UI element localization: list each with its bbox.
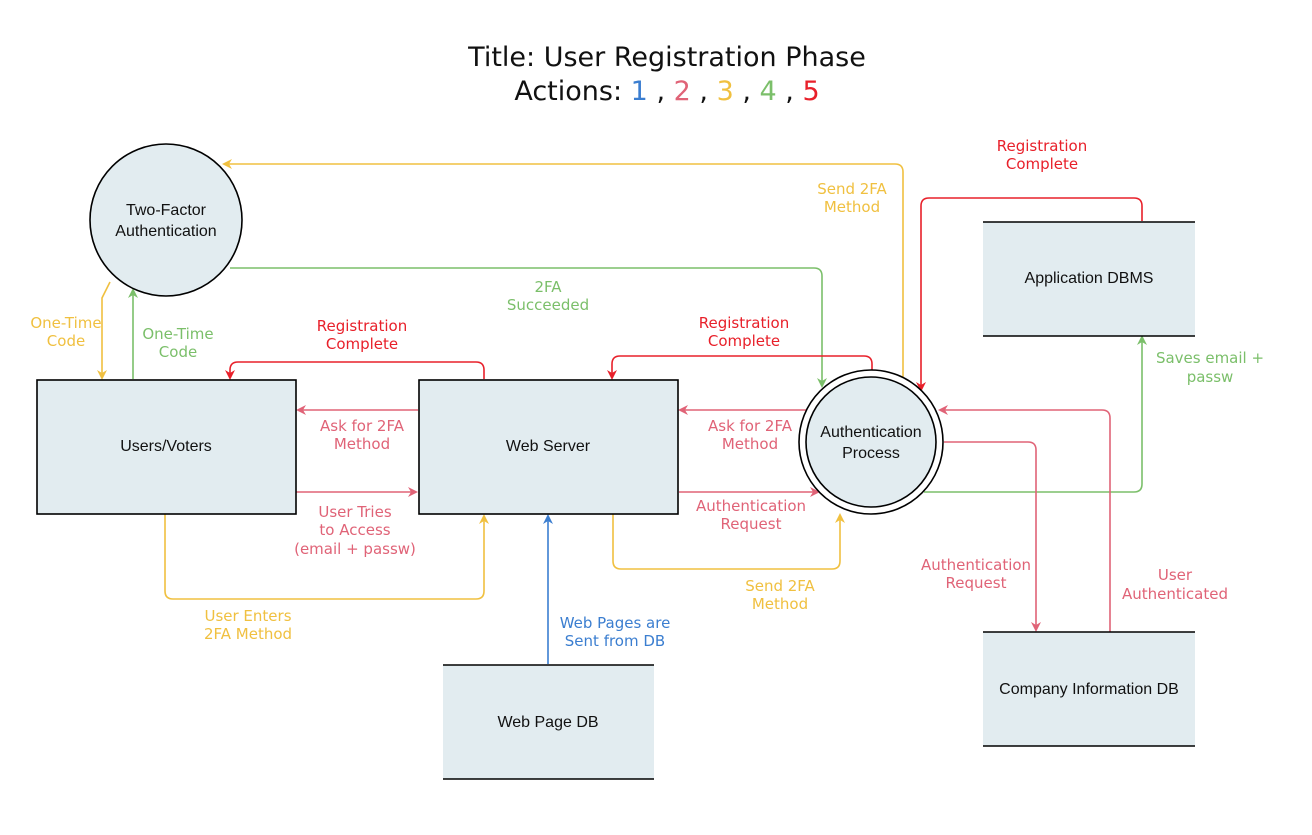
- flow-send-2fa-top: [222, 159, 904, 382]
- node-two-factor-label-2: Authentication: [115, 223, 216, 240]
- label-user-tries-2: to Access: [319, 521, 390, 539]
- node-users-label: Users/Voters: [120, 438, 212, 455]
- label-ask-2fa-mid-2: Method: [722, 435, 778, 453]
- label-ask-2fa-left-1: Ask for 2FA: [320, 417, 405, 435]
- action-legend-5: 5: [802, 76, 819, 107]
- label-saves-email-2: passw: [1187, 368, 1234, 386]
- label-user-authenticated-2: Authenticated: [1122, 585, 1228, 603]
- action-legend-sep: ,: [656, 76, 673, 107]
- action-legend-sep: ,: [742, 76, 759, 107]
- flow-auth-request-right: [944, 441, 1041, 632]
- flow-user-enters: [164, 514, 489, 600]
- label-user-tries-1: User Tries: [318, 503, 391, 521]
- flow-reg-complete-left: [225, 361, 485, 380]
- label-reg-complete-left-2: Complete: [326, 335, 398, 353]
- node-web-page-db: Web Page DB: [443, 664, 654, 780]
- label-send-2fa-bottom-2: Method: [752, 595, 808, 613]
- label-user-tries-3: (email + passw): [294, 540, 416, 558]
- label-otc-green-1: One-Time: [142, 325, 213, 343]
- label-auth-request-mid-1: Authentication: [696, 497, 806, 515]
- label-web-pages-1: Web Pages are: [560, 614, 671, 632]
- label-auth-request-right-1: Authentication: [921, 556, 1031, 574]
- node-web-server-label: Web Server: [506, 438, 591, 455]
- label-reg-complete-top-1: Registration: [997, 137, 1087, 155]
- label-send-2fa-top-1: Send 2FA: [817, 180, 887, 198]
- label-user-enters-1: User Enters: [204, 607, 291, 625]
- diagram-title: Title: User Registration Phase: [467, 42, 866, 73]
- node-application-dbms: Application DBMS: [983, 221, 1195, 337]
- action-legend-2: 2: [674, 76, 691, 107]
- label-otc-green-2: Code: [159, 343, 197, 361]
- action-legend-sep: ,: [699, 76, 716, 107]
- flow-send-2fa-bottom: [612, 513, 845, 570]
- label-reg-complete-left-1: Registration: [317, 317, 407, 335]
- action-legend-1: 1: [631, 76, 648, 107]
- actions-legend: Actions: 1 , 2 , 3 , 4 , 5: [514, 76, 819, 107]
- node-two-factor-label-1: Two-Factor: [126, 202, 207, 219]
- flow-user-authenticated: [938, 405, 1111, 632]
- label-saves-email-1: Saves email +: [1156, 349, 1264, 367]
- label-web-pages-2: Sent from DB: [565, 632, 665, 650]
- actions-prefix: Actions:: [514, 76, 630, 107]
- flow-saves-email: [924, 335, 1147, 493]
- label-ask-2fa-left-2: Method: [334, 435, 390, 453]
- flow-2fa-succeeded: [230, 267, 827, 388]
- node-auth-label-2: Process: [842, 445, 900, 462]
- label-auth-request-mid-2: Request: [721, 515, 782, 533]
- node-company-db-label: Company Information DB: [999, 681, 1179, 698]
- label-user-authenticated-1: User: [1158, 566, 1193, 584]
- label-ask-2fa-mid-1: Ask for 2FA: [708, 417, 793, 435]
- node-authentication-process: Authentication Process: [798, 369, 944, 515]
- node-app-dbms-label: Application DBMS: [1025, 270, 1154, 287]
- label-reg-complete-mid-2: Complete: [708, 332, 780, 350]
- action-legend-3: 3: [717, 76, 734, 107]
- node-auth-label-1: Authentication: [820, 424, 921, 441]
- flow-reg-complete-top: [916, 197, 1143, 392]
- label-user-enters-2: 2FA Method: [204, 625, 292, 643]
- node-users-voters: Users/Voters: [36, 379, 297, 515]
- node-company-information-db: Company Information DB: [983, 631, 1195, 747]
- label-2fa-succeeded-2: Succeeded: [507, 296, 589, 314]
- label-otc-yellow-1: One-Time: [30, 314, 101, 332]
- label-otc-yellow-2: Code: [47, 332, 85, 350]
- action-legend-4: 4: [760, 76, 777, 107]
- label-reg-complete-top-2: Complete: [1006, 155, 1078, 173]
- node-two-factor-authentication: Two-Factor Authentication: [89, 143, 243, 297]
- label-send-2fa-bottom-1: Send 2FA: [745, 577, 815, 595]
- flow-otc-yellow: [97, 281, 111, 380]
- label-2fa-succeeded-1: 2FA: [534, 278, 562, 296]
- action-legend-sep: ,: [785, 76, 802, 107]
- node-web-page-db-label: Web Page DB: [497, 714, 598, 731]
- flow-reg-complete-mid: [607, 355, 873, 380]
- label-send-2fa-top-2: Method: [824, 198, 880, 216]
- node-web-server: Web Server: [418, 379, 679, 515]
- label-auth-request-right-2: Request: [946, 574, 1007, 592]
- label-reg-complete-mid-1: Registration: [699, 314, 789, 332]
